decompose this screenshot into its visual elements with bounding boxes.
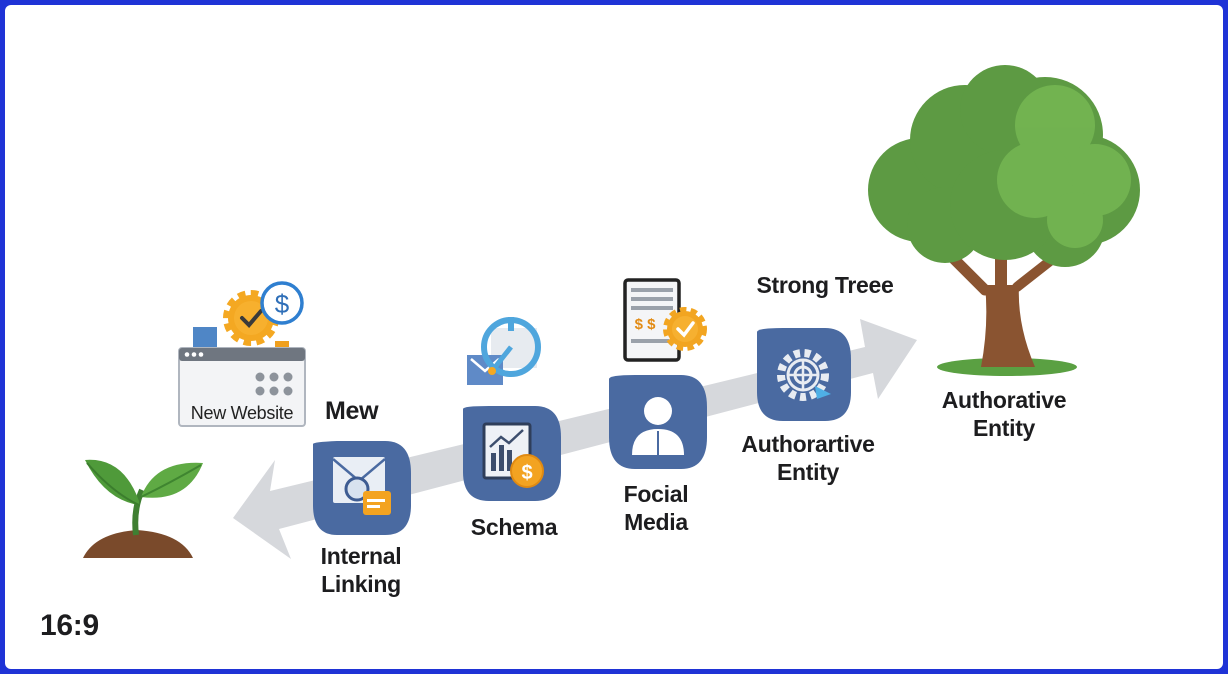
focial-media-line-1: Focial — [623, 481, 689, 507]
internal-linking-label: Internal Linking — [298, 542, 424, 598]
svg-text:$: $ — [275, 289, 290, 319]
browser-window-icon — [178, 327, 306, 427]
internal-linking-line-1: Internal — [320, 543, 402, 569]
diagram-canvas: $ $ $ — [5, 5, 1223, 669]
strong-treee-label: Strong Treee — [756, 272, 894, 298]
authorartive-entity-label: Authorartive Entity — [723, 430, 893, 486]
chart-dollar-icon: $ — [463, 406, 561, 501]
aspect-ratio-label: 16:9 — [40, 609, 99, 642]
authorative-entity-line-2: Entity — [972, 415, 1036, 441]
gear-arrow-icon — [757, 328, 851, 421]
document-check-icon: $ $ — [623, 278, 707, 362]
growth-arrow — [233, 319, 917, 559]
clock-target-icon — [467, 317, 541, 385]
schema-label: Schema — [470, 514, 558, 540]
authorartive-entity-line-2: Entity — [776, 459, 840, 485]
authorative-entity-label: Authorative Entity — [923, 386, 1085, 442]
sapling-icon — [83, 459, 203, 558]
new-website-label: New Website — [190, 403, 294, 423]
mew-label: Mew — [325, 397, 379, 425]
person-icon — [609, 375, 707, 469]
focial-media-line-2: Media — [624, 509, 688, 535]
svg-text:$: $ — [521, 462, 532, 484]
svg-text:$ $: $ $ — [635, 316, 657, 333]
focial-media-label: Focial Media — [601, 480, 711, 536]
tree-icon — [868, 65, 1140, 376]
internal-linking-line-2: Linking — [321, 571, 401, 597]
envelope-search-icon — [313, 441, 411, 535]
dollar-badge-icon: $ — [260, 281, 304, 325]
authorartive-entity-line-1: Authorartive — [741, 431, 875, 457]
authorative-entity-line-1: Authorative — [941, 387, 1067, 413]
diagram-artwork: $ $ $ — [83, 65, 1140, 559]
